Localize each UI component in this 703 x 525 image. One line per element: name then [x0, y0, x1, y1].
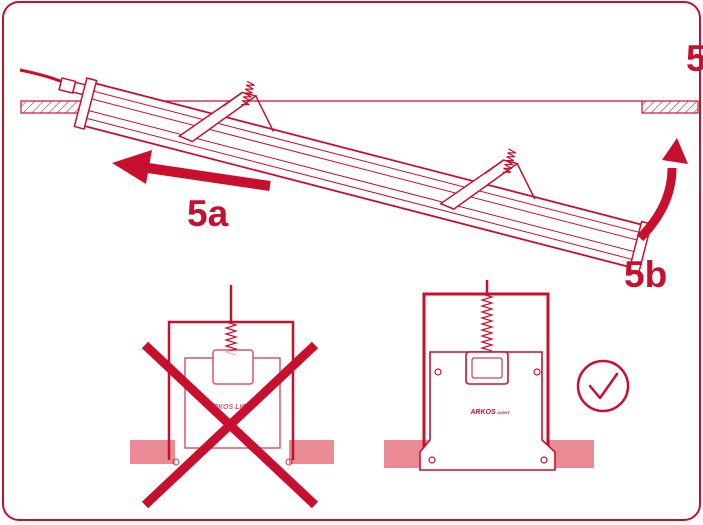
curved-arrow-up-icon — [636, 138, 688, 242]
ceiling-block-left-a — [130, 440, 175, 464]
ceiling — [20, 100, 699, 114]
brand-mark-right: ARKOS LIGHT — [469, 409, 510, 416]
brand-mark-left: ARKOS LIGHT — [207, 404, 257, 411]
linear-fixture-tilted — [73, 77, 653, 274]
step-5b-label: 5b — [624, 254, 668, 295]
ceiling-block-left-b — [289, 440, 334, 464]
step-5a-label: 5a — [187, 193, 229, 234]
incorrect-installation: ARKOS LIGHT — [130, 285, 334, 509]
correct-installation: ARKOS LIGHT — [384, 280, 630, 471]
arrow-left-icon — [112, 150, 271, 191]
check-circle-icon — [576, 359, 630, 413]
ceiling-block-right-b — [549, 440, 594, 468]
ceiling-right-hatch — [641, 100, 699, 114]
cross-icon — [141, 341, 319, 509]
driver-box-left: ARKOS LIGHT — [172, 349, 293, 466]
driver-box-right: ARKOS LIGHT — [419, 351, 556, 471]
step-5-label: 5 — [686, 38, 703, 79]
spring-clip-right — [439, 148, 536, 210]
spring-clip-left — [177, 80, 275, 143]
